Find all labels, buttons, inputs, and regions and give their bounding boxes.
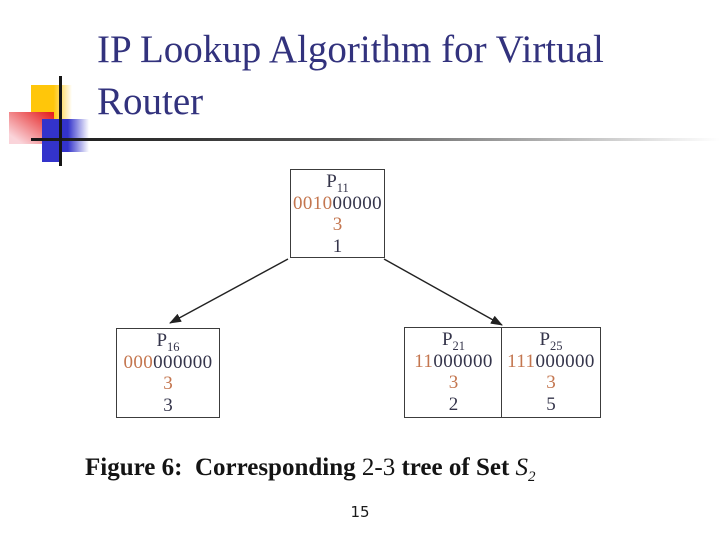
decoration-blue-square (42, 119, 89, 152)
tree-node-left-child: P16 000000000 3 3 (116, 328, 220, 418)
node-next-hop: 3 (163, 394, 173, 416)
node-prefix-length: 3 (448, 372, 459, 393)
decoration-horizontal-rule (31, 138, 720, 141)
figure-caption-set-symbol: S (515, 454, 529, 481)
decoration-blue-square-small (42, 152, 61, 162)
page-title: IP Lookup Algorithm for Virtual Router (97, 24, 697, 128)
figure-caption-tree-type: 2-3 (361, 454, 396, 481)
tree-node-right-child-key2: P25 111000000 3 5 (501, 327, 601, 418)
tree-node-right-child-key1: P21 11000000 3 2 (404, 327, 503, 418)
page-title-line1: IP Lookup Algorithm for Virtual (97, 28, 604, 71)
page-title-line2: Router (97, 80, 204, 123)
figure-caption-label: Figure 6: (85, 454, 183, 481)
slide-page-number: 15 (350, 503, 370, 521)
edge-root-to-right (383, 258, 503, 326)
edge-root-to-left (169, 258, 289, 324)
figure-caption-text2: tree of Set (401, 454, 510, 481)
figure-caption-set-subscript: 2 (528, 469, 536, 485)
node-bitstring: 111000000 (507, 350, 595, 372)
decoration-vertical-line (59, 76, 62, 166)
node-next-hop: 5 (546, 393, 556, 415)
node-bitstring: 000000000 (123, 351, 213, 373)
node-bitstring: 001000000 (292, 192, 383, 214)
node-prefix-length: 3 (332, 214, 343, 235)
node-next-hop: 1 (332, 235, 343, 257)
node-next-hop: 2 (448, 393, 459, 415)
figure-caption-text: Corresponding (194, 454, 356, 481)
node-bitstring: 11000000 (414, 350, 493, 372)
node-label: P25 (539, 329, 563, 353)
node-label: P11 (326, 171, 349, 195)
node-label: P16 (156, 330, 180, 354)
node-label: P21 (441, 329, 466, 353)
node-prefix-length: 3 (546, 372, 556, 393)
figure-caption: Figure 6: Corresponding 2-3 tree of Set … (85, 454, 585, 486)
node-prefix-length: 3 (163, 373, 173, 394)
tree-node-root: P11 001000000 3 1 (290, 169, 385, 258)
